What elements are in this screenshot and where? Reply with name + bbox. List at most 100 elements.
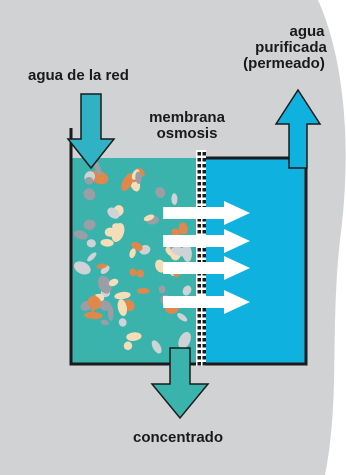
right-arrow-icon — [163, 290, 250, 314]
membrane-pore — [197, 278, 201, 282]
particle — [118, 318, 127, 327]
particle — [171, 228, 181, 236]
particle — [87, 295, 102, 310]
flow-arrows — [163, 201, 250, 314]
membrane-pore — [202, 158, 206, 162]
particle — [178, 222, 188, 235]
purified-label-line1: agua — [289, 23, 325, 40]
membrane-pore — [197, 338, 201, 342]
particle — [84, 176, 94, 185]
membrane-pore — [202, 320, 206, 324]
membrane-pore — [197, 218, 201, 222]
membrane-pore — [202, 230, 206, 234]
feed-down-arrow-icon — [66, 93, 116, 170]
particle — [73, 261, 91, 275]
membrane-pore — [197, 164, 201, 168]
membrane-pore — [197, 362, 201, 366]
membrane-pore — [202, 356, 206, 360]
membrane-pore — [202, 254, 206, 258]
particle — [143, 214, 155, 222]
membrane-pore — [197, 326, 201, 330]
particle — [96, 263, 107, 269]
membrane-pore — [202, 200, 206, 204]
concentrate-down-arrow-icon — [150, 347, 210, 420]
membrane-pore — [202, 314, 206, 318]
particle — [182, 285, 192, 296]
membrane-pore — [197, 152, 201, 156]
membrane-pore — [202, 308, 206, 312]
membrane-pore — [197, 254, 201, 258]
membrane-pore — [202, 362, 206, 366]
membrane-pore — [202, 284, 206, 288]
particle — [178, 331, 191, 349]
membrane-pore — [197, 350, 201, 354]
purified-label-line3: (permeado) — [243, 55, 325, 72]
concentrate-label: concentrado — [132, 429, 224, 446]
membrane-pore — [202, 248, 206, 252]
particle — [155, 259, 166, 273]
membrane-body — [196, 150, 206, 366]
membrane-pore — [197, 200, 201, 204]
particle — [86, 239, 96, 248]
membrane-pore — [202, 350, 206, 354]
membrane-pore — [197, 194, 201, 198]
membrane-pore — [197, 284, 201, 288]
membrane-pore — [202, 344, 206, 348]
particle — [98, 275, 112, 294]
particle — [155, 187, 166, 198]
membrane-pore — [197, 290, 201, 294]
particle — [114, 291, 131, 300]
particle — [126, 332, 142, 341]
particle — [117, 299, 128, 316]
particle — [100, 238, 114, 247]
membrane-pore — [197, 170, 201, 174]
membrane-pore — [202, 194, 206, 198]
membrane-pore — [202, 326, 206, 330]
particle — [108, 278, 119, 287]
particle — [171, 193, 178, 205]
membrane-label-line1: membrana — [149, 109, 225, 126]
particle — [135, 171, 142, 184]
membrane-pore — [202, 338, 206, 342]
membrane-pore — [202, 332, 206, 336]
membrane-pore — [202, 152, 206, 156]
particle — [99, 300, 112, 311]
tap-water-label: agua de la red — [28, 67, 129, 84]
permeate-water-compartment — [204, 158, 306, 364]
membrane-label-line2: osmosis — [156, 125, 218, 142]
particle — [129, 248, 136, 259]
membrane-pore — [202, 224, 206, 228]
membrane-pore — [197, 260, 201, 264]
particle — [94, 161, 102, 176]
membrane-pore — [197, 176, 201, 180]
right-arrow-icon — [163, 201, 250, 225]
particle — [100, 319, 109, 326]
membrane-pore — [202, 218, 206, 222]
membrane-pore — [197, 344, 201, 348]
membrane-pore — [202, 170, 206, 174]
particle — [171, 246, 189, 257]
particle — [83, 188, 96, 201]
membrane-pore — [197, 224, 201, 228]
right-arrow-icon — [163, 229, 250, 253]
membrane-pore — [202, 188, 206, 192]
particle — [129, 268, 137, 277]
membrane-pore — [202, 278, 206, 282]
particle — [136, 288, 150, 294]
particle — [121, 173, 134, 191]
membrane-pore — [197, 332, 201, 336]
membrane-pore — [202, 182, 206, 186]
membrane-pore — [197, 230, 201, 234]
membrane-pore — [197, 182, 201, 186]
permeate-up-arrow-icon — [274, 88, 322, 169]
membrane-pore — [197, 356, 201, 360]
membrane-pore — [197, 308, 201, 312]
particle — [73, 230, 88, 240]
membrane-pore — [202, 290, 206, 294]
particle — [87, 252, 97, 262]
particle — [177, 313, 188, 322]
membrane-pore — [202, 164, 206, 168]
particle — [158, 285, 166, 294]
membrane-pore — [197, 320, 201, 324]
particle — [136, 269, 145, 278]
